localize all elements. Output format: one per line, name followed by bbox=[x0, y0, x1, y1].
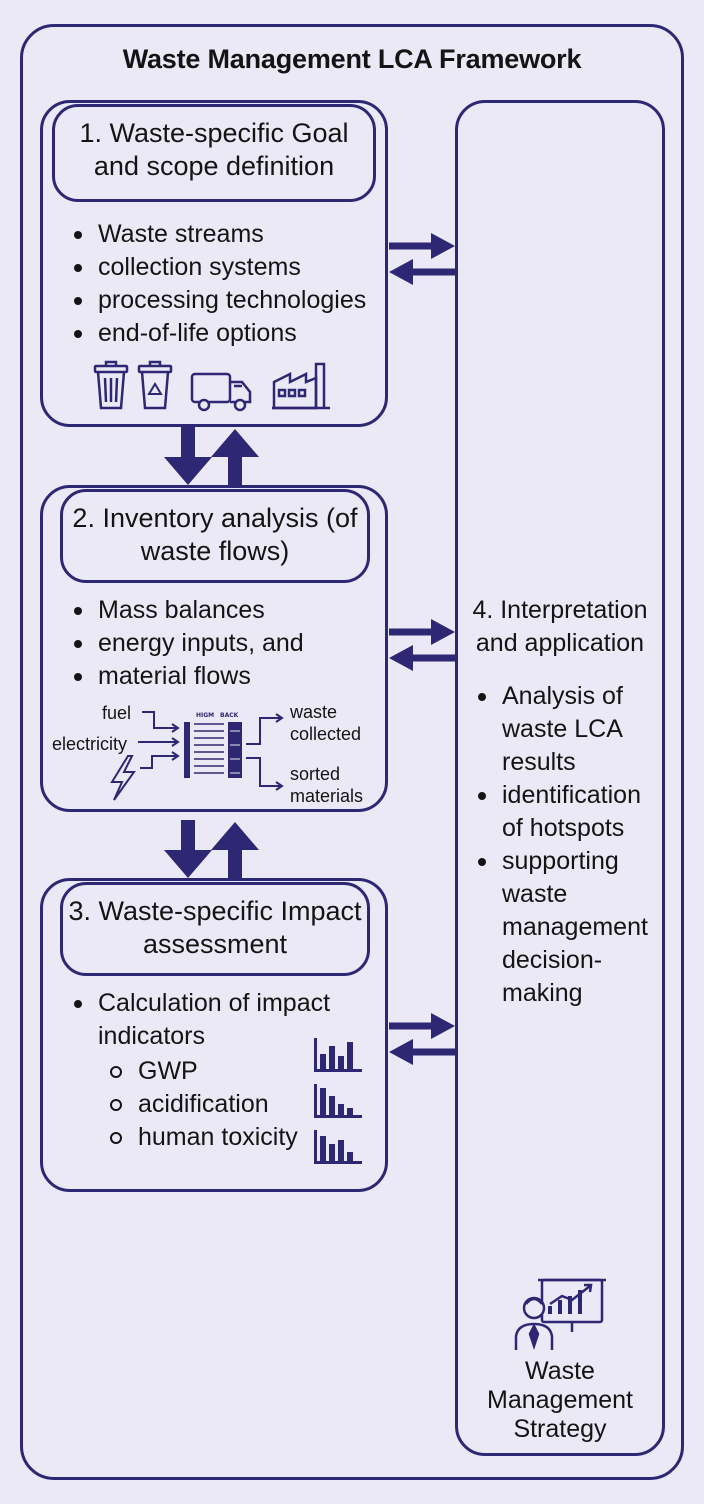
indicator-bar-icons bbox=[314, 1038, 362, 1164]
arrow-stage2-to-stage3 bbox=[164, 820, 259, 880]
data-table-icon: HIGM BACK bbox=[184, 712, 242, 778]
stage-2-box bbox=[40, 485, 388, 812]
stage-3-box bbox=[40, 878, 388, 1192]
arrow-stage3-to-stage4 bbox=[389, 1013, 455, 1065]
stage-1-icons bbox=[93, 360, 330, 412]
list-item: Mass balances bbox=[70, 594, 390, 627]
garbage-truck-icon bbox=[190, 372, 252, 412]
output-sorted-materials-label: sorted materials bbox=[290, 764, 364, 806]
impact-indicators-list: GWP acidification human toxicity bbox=[104, 1055, 314, 1154]
table-header: HIGM bbox=[196, 712, 214, 719]
stage-1-box bbox=[40, 100, 388, 427]
list-item: Analysis of waste LCA results bbox=[474, 680, 662, 779]
stage-3-heading: 3. Waste-specific Impact assessment bbox=[60, 882, 370, 976]
presenter-chart-icon bbox=[514, 1278, 606, 1350]
trash-bin-icon bbox=[93, 360, 129, 410]
list-item: Calculation of impact indicators bbox=[70, 987, 360, 1053]
recycling-bin-icon bbox=[137, 360, 173, 410]
stage-4-box bbox=[455, 100, 665, 1456]
list-item: identification of hotspots bbox=[474, 779, 662, 845]
inventory-flow-diagram: HIGM BACK bbox=[110, 711, 284, 801]
diagram-title: Waste Management LCA Framework bbox=[122, 44, 582, 74]
indicator-acidification: acidification bbox=[104, 1088, 314, 1121]
list-item: Waste streams bbox=[70, 218, 390, 251]
strategy-label: Waste Management Strategy bbox=[487, 1357, 633, 1443]
arrow-stage1-to-stage4 bbox=[389, 233, 455, 285]
factory-icon bbox=[272, 362, 330, 410]
stage-4-heading: 4. Interpretation and application bbox=[472, 596, 648, 657]
stage-1-heading: 1. Waste-specific Goal and scope definit… bbox=[52, 104, 376, 202]
indicator-human-toxicity: human toxicity bbox=[104, 1121, 314, 1154]
list-item: supporting waste management decision-mak… bbox=[474, 845, 662, 1010]
stage-3-bullets: Calculation of impact indicators bbox=[70, 987, 360, 1053]
arrow-stage2-to-stage4 bbox=[389, 619, 455, 671]
lightning-icon bbox=[110, 755, 136, 801]
stage-2-heading: 2. Inventory analysis (of waste flows) bbox=[60, 489, 370, 583]
arrow-stage1-to-stage2 bbox=[164, 427, 259, 487]
output-waste-collected-label: waste collected bbox=[290, 702, 362, 744]
outer-frame bbox=[20, 24, 684, 1480]
stage-2-bullets: Mass balances energy inputs, and materia… bbox=[70, 594, 390, 693]
list-item: collection systems bbox=[70, 251, 390, 284]
input-fuel-label: fuel bbox=[102, 703, 132, 723]
indicator-gwp: GWP bbox=[104, 1055, 314, 1088]
bar-chart-icon bbox=[314, 1130, 362, 1164]
list-item: material flows bbox=[70, 660, 390, 693]
list-item: processing technologies bbox=[70, 284, 390, 317]
bar-chart-icon bbox=[314, 1038, 362, 1072]
input-electricity-label: electricity bbox=[52, 734, 128, 754]
bar-chart-icon bbox=[314, 1084, 362, 1118]
table-header: BACK bbox=[220, 712, 239, 719]
list-item: end-of-life options bbox=[70, 317, 390, 350]
stage-1-bullets: Waste streams collection systems process… bbox=[70, 218, 390, 350]
stage-4-bullets: Analysis of waste LCA results identifica… bbox=[474, 680, 662, 1010]
list-item: energy inputs, and bbox=[70, 627, 390, 660]
